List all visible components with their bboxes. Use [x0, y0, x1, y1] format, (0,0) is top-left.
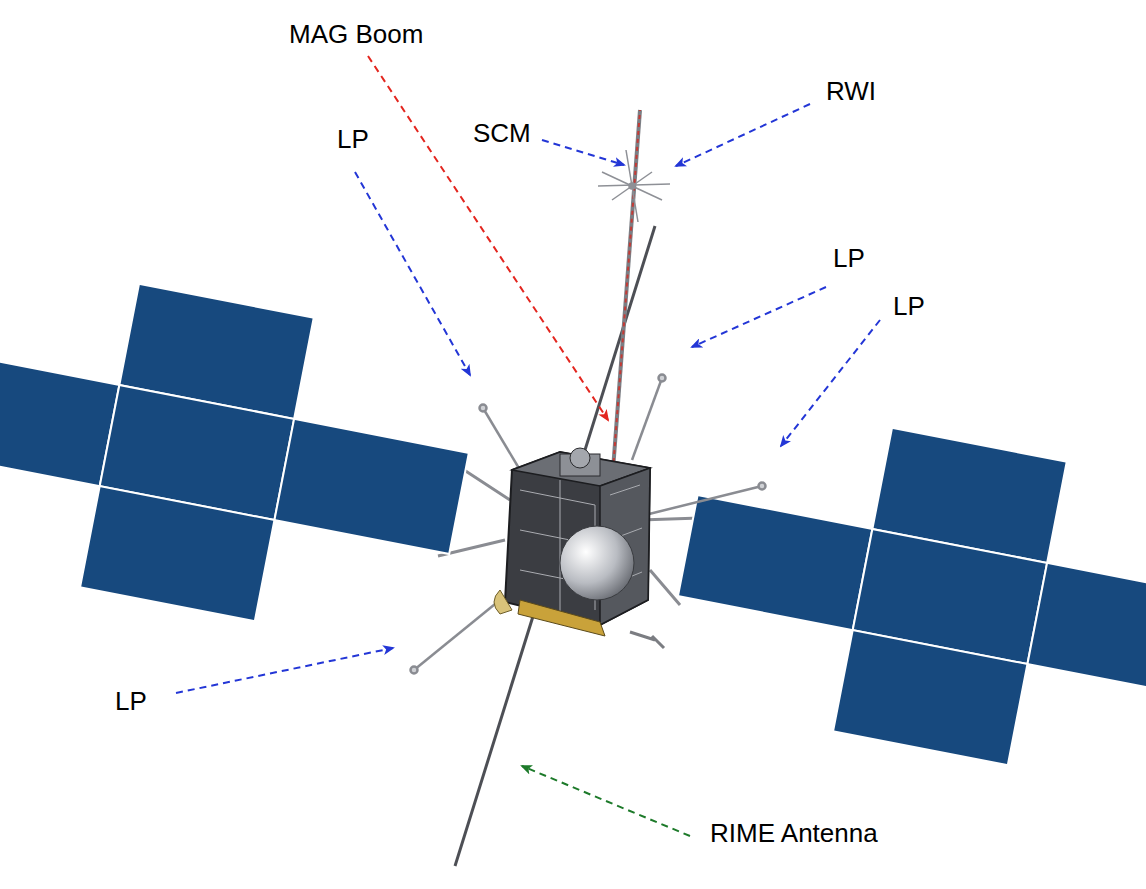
leader-arrow — [368, 56, 608, 420]
part-label: RWI — [826, 76, 876, 106]
part-label: LP — [115, 686, 147, 716]
part-label: MAG Boom — [289, 19, 423, 49]
solar-panel — [0, 250, 488, 655]
mag-boom-highlight — [613, 110, 640, 470]
leader-arrow — [522, 766, 690, 836]
solar-panel — [658, 394, 1146, 799]
lp-boom — [411, 375, 766, 674]
part-label: LP — [893, 291, 925, 321]
mag-boom — [613, 110, 640, 470]
part-label: LP — [833, 243, 865, 273]
leader-arrow — [355, 172, 470, 375]
leader-arrow — [692, 287, 826, 347]
scm-rwi-sensor — [598, 150, 670, 222]
spacecraft-body — [494, 448, 664, 648]
leader-arrow — [176, 648, 393, 693]
leader-arrow — [781, 320, 880, 446]
part-label: SCM — [473, 118, 531, 148]
part-label: RIME Antenna — [710, 818, 878, 848]
leader-arrow — [676, 104, 810, 166]
part-label: LP — [337, 124, 369, 154]
leader-arrow — [542, 140, 624, 165]
